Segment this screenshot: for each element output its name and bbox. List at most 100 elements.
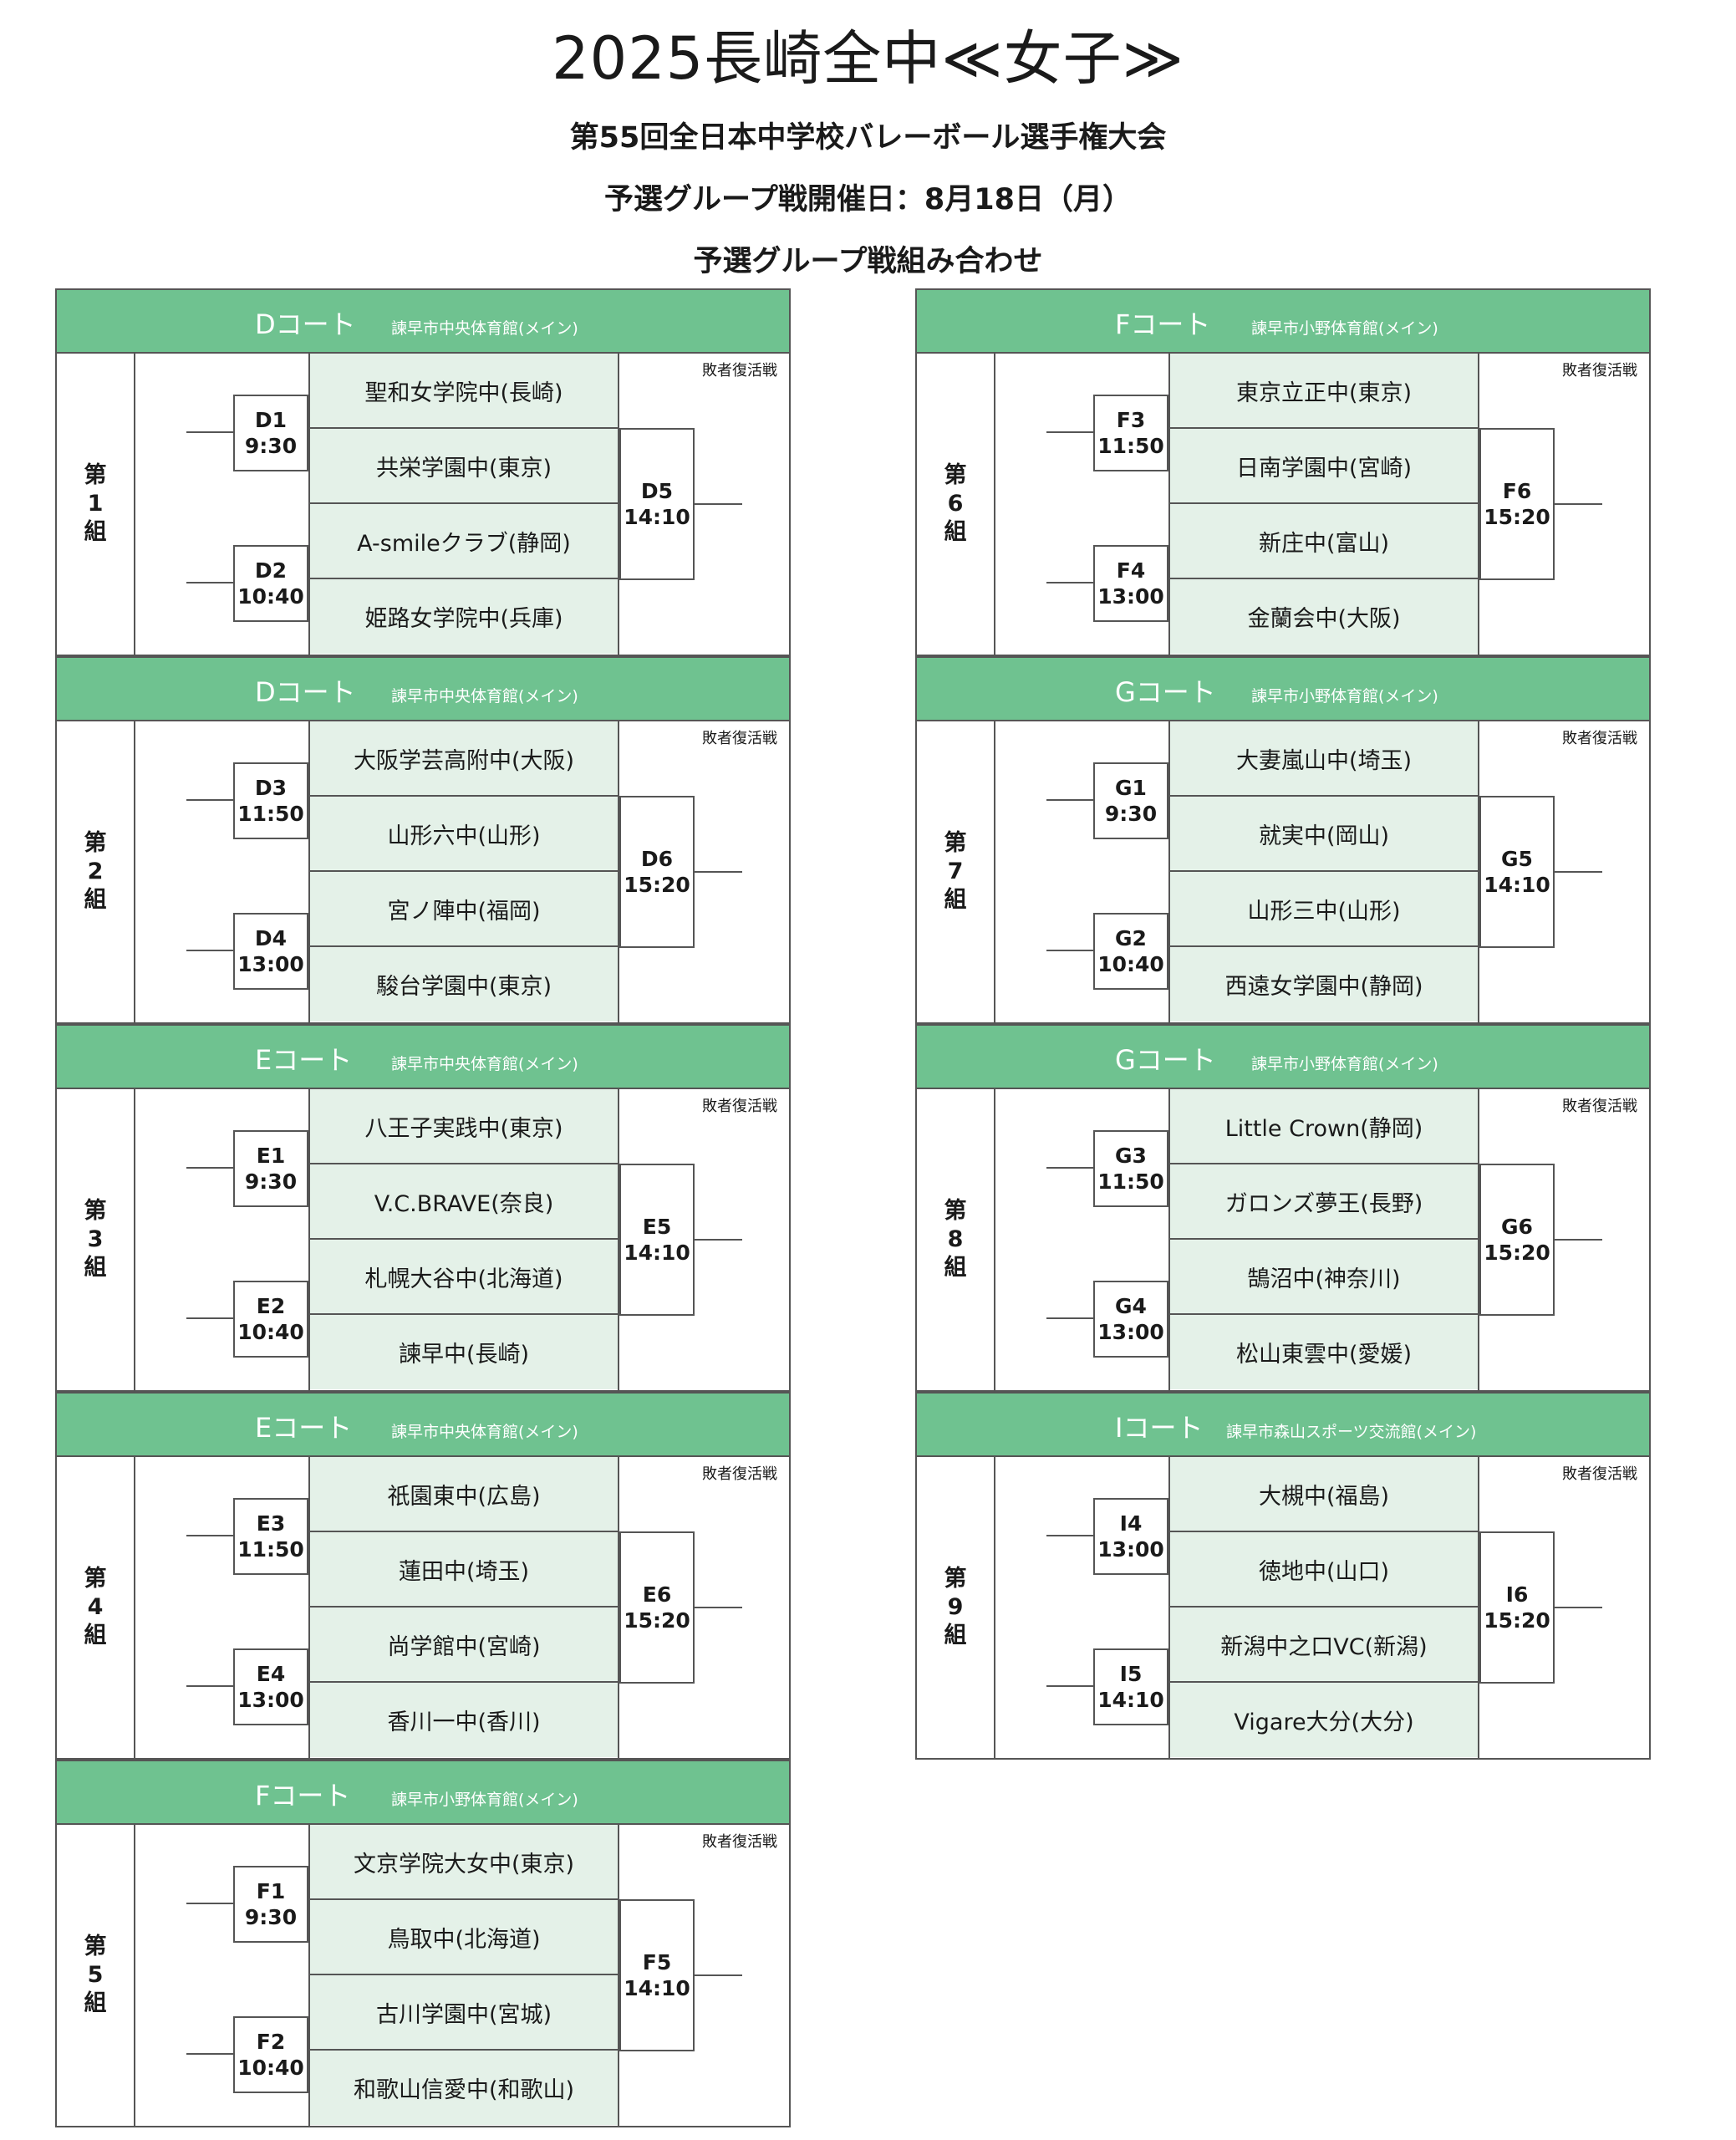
bracket-line [186,2053,233,2055]
match-time: 10:40 [237,1320,304,1344]
row-divider [310,1163,618,1164]
match-time: 14:10 [624,505,690,529]
bracket-line [1555,1239,1602,1241]
bracket-line [1555,1607,1602,1608]
team-name: 山形六中(山形) [387,823,541,849]
row-divider [310,502,618,504]
group-label-cell: 第 4 組 [57,1457,135,1758]
bracket-line [1046,1535,1093,1536]
group-label: 第 3 組 [84,1198,107,1281]
repechage-label: 敗者復活戦 [1562,1098,1637,1115]
repechage-label: 敗者復活戦 [702,1098,777,1115]
venue-name: 諫早市中央体育館(メイン) [391,319,578,338]
team-column: 大槻中(福島) 徳地中(山口) 新潟中之口VC(新潟) Vigare大分(大分) [1168,1457,1479,1758]
repechage-label: 敗者復活戦 [1562,1465,1637,1483]
match-box: I6 15:20 [1479,1531,1555,1684]
row-divider [1170,795,1478,797]
team-name: 諫早中(長崎) [398,1342,530,1368]
team-name: 古川学園中(宮城) [375,2002,552,2028]
row-divider [1170,1606,1478,1608]
row-divider [310,945,618,947]
group-block: Gコート 諫早市小野体育館(メイン) 第 8 組 G3 11:50 G4 13:… [915,1024,1651,1392]
match-box: F5 14:10 [619,1899,695,2051]
bracket-body: 第 9 組 I4 13:00 I5 14:10 大槻中(福島) 徳地中(山口) … [915,1457,1651,1760]
team-cell: 山形六中(山形) [310,797,618,871]
team-cell: 新潟中之口VC(新潟) [1170,1608,1478,1682]
bracket-line [1046,1317,1093,1319]
match-id: F6 [1502,479,1532,503]
court-header: Eコート 諫早市中央体育館(メイン) [55,1024,791,1089]
bracket-line [695,503,742,505]
match-box: G1 9:30 [1093,762,1168,839]
repechage-label: 敗者復活戦 [702,1833,777,1851]
match-time: 14:10 [624,1241,690,1265]
match-time: 13:00 [1097,1320,1164,1344]
court-name: Fコート [1115,308,1211,340]
match-time: 13:00 [1097,1537,1164,1562]
bracket-body: 第 7 組 G1 9:30 G2 10:40 大妻嵐山中(埼玉) 就実中(岡山)… [915,721,1651,1024]
match-id: I4 [1119,1511,1143,1536]
team-column: Little Crown(静岡) ガロンズ夢王(長野) 鵠沼中(神奈川) 松山東… [1168,1089,1479,1390]
row-divider [310,1898,618,1900]
team-column: 祇園東中(広島) 蓮田中(埼玉) 尚学館中(宮崎) 香川一中(香川) [308,1457,619,1758]
match-time: 9:30 [244,434,298,458]
row-divider [1170,945,1478,947]
row-divider [310,2049,618,2051]
match-time: 10:40 [237,584,304,609]
court-header: Eコート 諫早市中央体育館(メイン) [55,1392,791,1457]
match-box: D1 9:30 [233,395,308,471]
match-id: E2 [256,1294,286,1318]
team-cell: 古川学園中(宮城) [310,1975,618,2050]
match-box: D6 15:20 [619,796,695,948]
match-box: I5 14:10 [1093,1648,1168,1725]
row-divider [310,427,618,429]
row-divider [310,578,618,579]
team-cell: Little Crown(静岡) [1170,1089,1478,1164]
match-id: G1 [1115,776,1147,800]
team-name: 共栄学園中(東京) [375,456,552,482]
match-id: D3 [254,776,288,800]
team-name: V.C.BRAVE(奈良) [374,1191,554,1217]
match-id: G5 [1501,847,1533,871]
match-time: 14:10 [1484,873,1550,897]
team-column: 八王子実践中(東京) V.C.BRAVE(奈良) 札幌大谷中(北海道) 諫早中(… [308,1089,619,1390]
bracket-line [1046,1167,1093,1169]
bracket-line [695,1974,742,1976]
team-cell: 西遠女学園中(静岡) [1170,947,1478,1022]
match-id: E1 [256,1144,286,1168]
match-time: 10:40 [1097,952,1164,976]
match-box: I4 13:00 [1093,1498,1168,1575]
row-divider [1170,870,1478,872]
team-name: 山形三中(山形) [1247,899,1401,925]
team-name: 東京立正中(東京) [1235,380,1413,406]
match-id: G6 [1501,1215,1533,1239]
match-box: D4 13:00 [233,913,308,990]
match-id: G2 [1115,926,1147,950]
row-divider [310,870,618,872]
bracket-body: 第 4 組 E3 11:50 E4 13:00 祇園東中(広島) 蓮田中(埼玉)… [55,1457,791,1760]
team-name: 日南学園中(宮崎) [1235,456,1413,482]
match-id: F2 [256,2030,286,2054]
match-id: D2 [254,558,288,583]
match-time: 11:50 [237,1537,304,1562]
bracket-line [186,1317,233,1319]
court-name: Fコート [255,1780,351,1811]
team-cell: 大阪学芸高附中(大阪) [310,721,618,796]
row-divider [1170,1313,1478,1315]
team-cell: 日南学園中(宮崎) [1170,429,1478,503]
bracket-line [186,799,233,801]
match-box: G3 11:50 [1093,1130,1168,1207]
team-name: 祇園東中(広島) [387,1484,541,1510]
team-name: 蓮田中(埼玉) [398,1559,530,1585]
match-box: D2 10:40 [233,545,308,622]
team-cell: Vigare大分(大分) [1170,1683,1478,1757]
match-time: 11:50 [237,802,304,826]
group-block: Eコート 諫早市中央体育館(メイン) 第 3 組 E1 9:30 E2 10:4… [55,1024,791,1392]
bracket-line [695,871,742,873]
bracket-body: 第 3 組 E1 9:30 E2 10:40 八王子実践中(東京) V.C.BR… [55,1089,791,1392]
match-time: 11:50 [1097,1169,1164,1194]
team-name: 姫路女学院中(兵庫) [364,606,563,632]
team-cell: 蓮田中(埼玉) [310,1532,618,1607]
match-box: D3 11:50 [233,762,308,839]
group-label: 第 5 組 [84,1934,107,2016]
